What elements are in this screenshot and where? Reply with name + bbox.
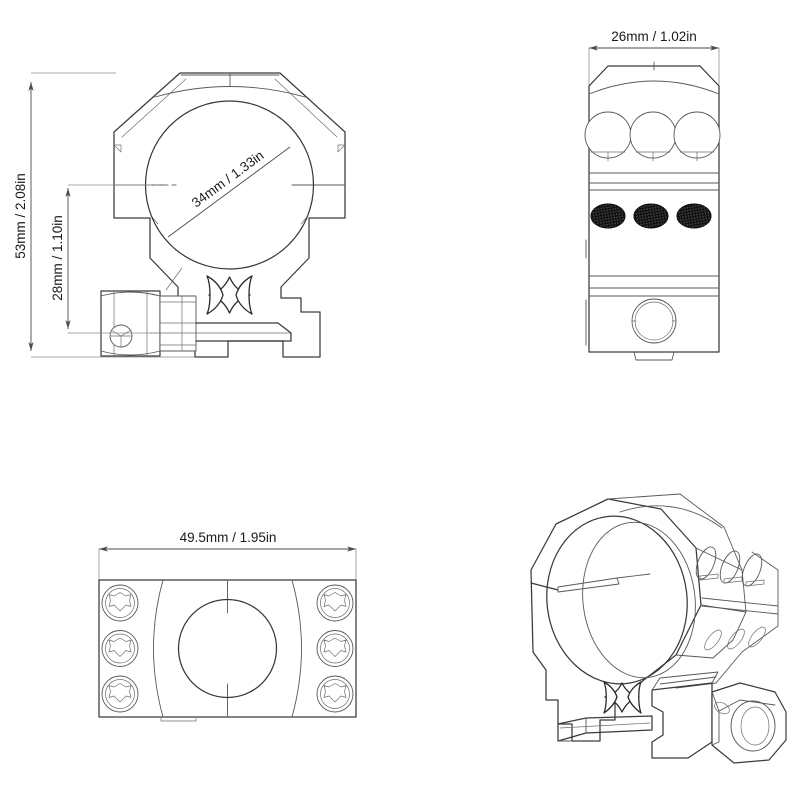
iso-body-right-edge — [712, 569, 747, 659]
clamp-leader-line — [165, 267, 183, 291]
ring-top-arc — [154, 86, 306, 98]
iso-slot-2 — [719, 550, 741, 584]
screw-boss-2-tab — [635, 151, 671, 162]
iso-band-upper — [701, 597, 779, 607]
base-to-center-label: 28mm / 1.10in — [50, 215, 65, 301]
iso-top-receding-edge — [607, 493, 743, 571]
torx-screw-6 — [316, 675, 354, 713]
iso-slot-1-tab — [699, 573, 719, 581]
iso-split-seam-left — [530, 582, 559, 591]
iso-rail-line — [559, 722, 651, 729]
torx-screw-3 — [101, 675, 139, 713]
clamp-nut-bottom-bevel — [100, 350, 161, 356]
iso-top-ellipse — [619, 505, 723, 529]
iso-lower-slot-3 — [748, 626, 766, 648]
dimension-base-to-center: 28mm / 1.10in — [50, 184, 152, 334]
dimension-overall-width: 26mm / 1.02in — [588, 29, 720, 86]
iso-top-screw-slots — [695, 546, 765, 587]
dimension-overall-length: 49.5mm / 1.95in — [98, 530, 357, 583]
torx-screw-2 — [101, 630, 139, 667]
screw-boss-1 — [584, 111, 632, 159]
brand-logo-front — [206, 275, 253, 315]
shoulder-notch-left — [113, 144, 122, 153]
plan-waist-left — [153, 579, 164, 718]
torx-screw-4 — [316, 584, 354, 622]
iso-clamp-nut-bore-outer — [730, 700, 776, 752]
bore-dim-diagonal — [167, 146, 291, 238]
iso-slot-3-tab — [745, 579, 765, 587]
view-front-elevation: 34mm / 1.33in — [13, 72, 346, 358]
screw-boss-3-tab — [679, 151, 715, 162]
view-side-elevation: 26mm / 1.02in — [584, 29, 721, 361]
iso-brand-logo-wing-left — [603, 681, 618, 714]
plan-waist-right — [291, 579, 302, 718]
iso-clamp-block-bevel-line — [659, 676, 717, 685]
iso-clamp-block — [651, 682, 713, 759]
cross-bolt-clamp — [100, 290, 197, 357]
iso-right-block-top — [751, 551, 779, 571]
chamfer-left-upper — [121, 78, 187, 138]
dimension-overall-height: 53mm / 2.08in — [13, 72, 195, 358]
bore-diameter-label: 34mm / 1.33in — [189, 148, 267, 211]
iso-slot-1 — [695, 546, 717, 580]
iso-lower-slots — [704, 626, 766, 651]
iso-clamp-nut-facet-a — [711, 691, 720, 746]
side-knurled-heads — [590, 203, 712, 229]
iso-brand-logo — [603, 681, 642, 714]
iso-lower-right-edge — [675, 651, 743, 689]
iso-clamp-nut — [711, 682, 787, 764]
side-body-outline — [588, 65, 720, 353]
shoulder-notch-right — [337, 144, 346, 153]
torx-screw-1 — [101, 584, 139, 622]
view-top-plan: 49.5mm / 1.95in — [98, 530, 357, 722]
iso-split-seam-right — [616, 573, 651, 579]
overall-width-label: 26mm / 1.02in — [611, 29, 697, 44]
plan-body-outline — [98, 579, 357, 718]
overall-length-label: 49.5mm / 1.95in — [180, 530, 277, 545]
iso-front-face-outline — [530, 498, 702, 742]
overall-height-label: 53mm / 2.08in — [13, 173, 28, 259]
clamp-nut-body — [100, 290, 161, 357]
clamp-collar — [159, 295, 197, 352]
iso-right-block — [741, 569, 779, 653]
chamfer-right-upper — [274, 78, 338, 138]
side-foot-tab — [633, 351, 675, 361]
knurled-head-3-ring — [676, 203, 712, 229]
iso-clamp-nut-bore-inner — [740, 706, 770, 746]
iso-split-seam-front — [557, 577, 620, 593]
iso-slot-2-tab — [723, 576, 743, 584]
torx-screw-5 — [316, 630, 354, 667]
iso-clamp-nut-body — [711, 682, 787, 764]
clamp-nut-top-bevel — [100, 291, 161, 297]
side-clamp-nut — [631, 298, 677, 344]
recoil-rail-tongue — [195, 322, 292, 342]
knurled-head-1-ring — [590, 203, 626, 229]
iso-lower-slot-2 — [727, 628, 745, 650]
clamp-nut-outer — [631, 298, 677, 344]
screw-boss-1-tab — [590, 151, 626, 162]
screw-boss-2 — [629, 111, 677, 159]
knurled-head-2-ring — [633, 203, 669, 229]
brand-logo-wing-right — [235, 275, 253, 315]
iso-brand-logo-wing-right — [627, 681, 642, 714]
plan-torx-screws — [101, 584, 354, 713]
iso-right-lower-edge — [675, 654, 714, 659]
plan-bore-circle — [177, 598, 278, 699]
iso-bore-outer — [546, 515, 688, 685]
iso-clamp-nut-detent — [714, 701, 730, 715]
brand-logo-wing-left — [206, 275, 224, 315]
iso-band-lower — [701, 605, 779, 615]
iso-lower-slot-1 — [704, 629, 722, 651]
screw-boss-3 — [673, 111, 721, 159]
view-isometric — [530, 493, 787, 764]
iso-slot-3 — [741, 553, 763, 587]
iso-bore-inner — [582, 521, 696, 679]
plan-bottom-tab — [160, 716, 197, 722]
side-crown-arc — [588, 80, 720, 95]
side-screw-bosses — [584, 111, 721, 162]
